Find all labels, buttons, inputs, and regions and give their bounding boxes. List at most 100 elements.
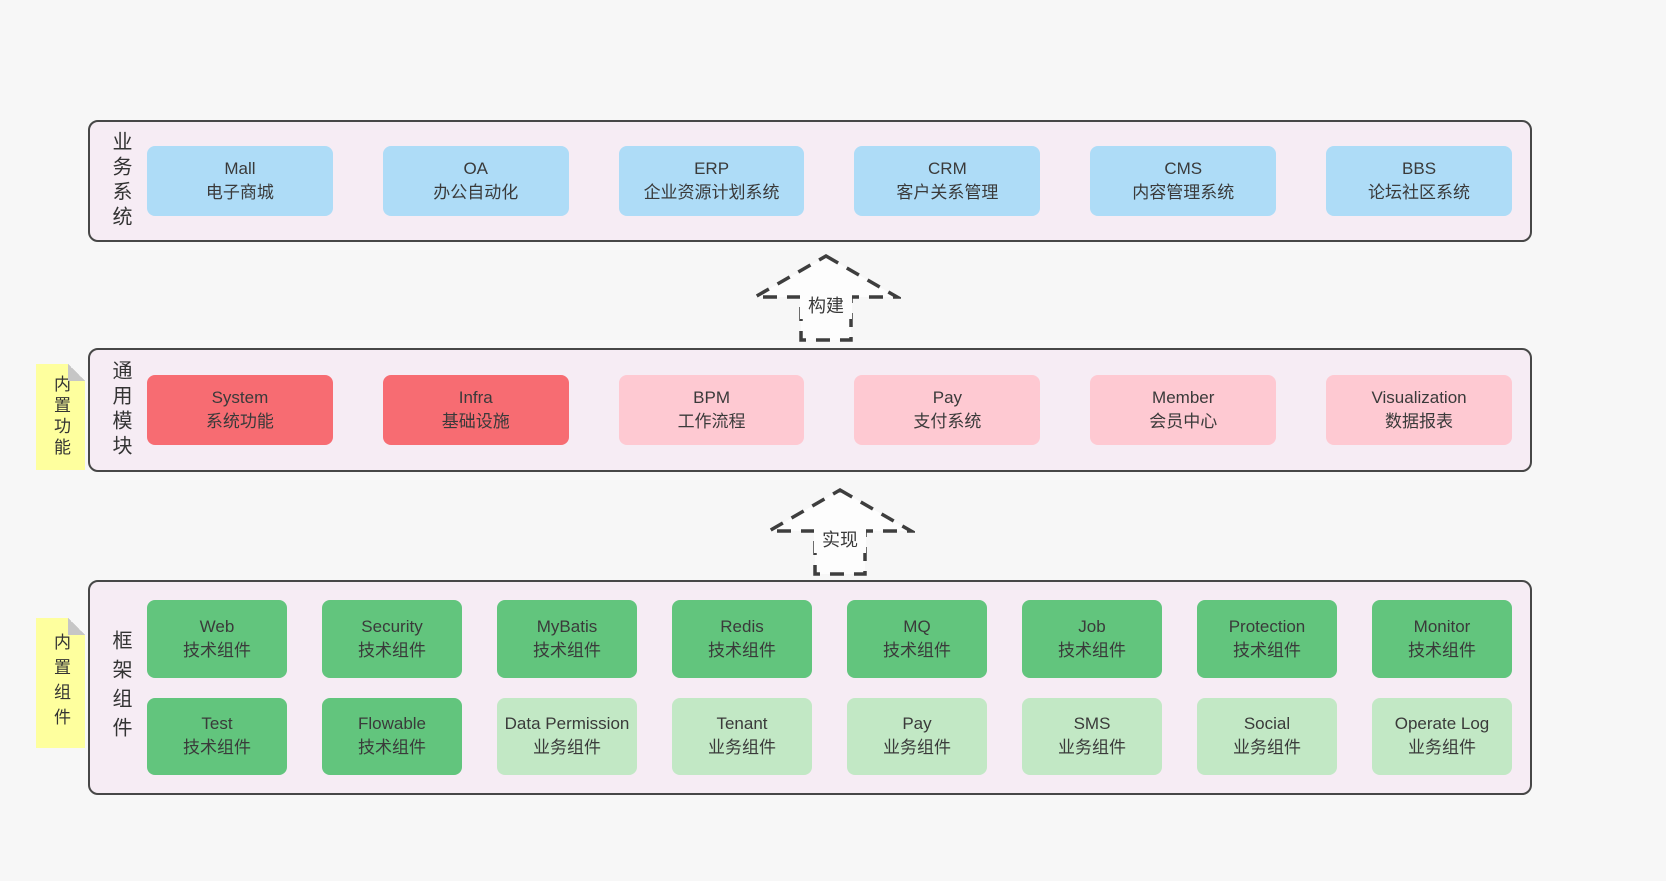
sticky-note-built-in-functions: 内置功能 bbox=[36, 364, 85, 470]
box-social: Social 业务组件 bbox=[1197, 697, 1337, 775]
box-desc: 技术组件 bbox=[1233, 640, 1301, 660]
layer-components-label: 框架组件 bbox=[109, 629, 131, 746]
box-job: Job 技术组件 bbox=[1022, 600, 1162, 678]
box-protection: Protection 技术组件 bbox=[1197, 600, 1337, 678]
box-tenant: Tenant 业务组件 bbox=[672, 697, 812, 775]
box-name: Protection bbox=[1228, 616, 1306, 636]
box-name: CRM bbox=[928, 158, 967, 178]
box-test: Test 技术组件 bbox=[147, 697, 287, 775]
box-desc: 数据报表 bbox=[1385, 412, 1454, 431]
box-pay: Pay 业务组件 bbox=[847, 697, 987, 775]
box-name: Data Permission bbox=[504, 714, 630, 734]
build-arrow: 构建 bbox=[751, 252, 901, 344]
box-sms: SMS 业务组件 bbox=[1022, 697, 1162, 775]
box-desc: 业务组件 bbox=[1233, 738, 1301, 758]
box-name: Redis bbox=[720, 616, 764, 636]
box-desc: 客户关系管理 bbox=[896, 183, 999, 202]
box-desc: 会员中心 bbox=[1149, 412, 1218, 431]
box-desc: 技术组件 bbox=[533, 640, 601, 660]
box-name: Web bbox=[199, 616, 235, 636]
box-desc: 工作流程 bbox=[677, 412, 746, 431]
box-desc: 系统功能 bbox=[205, 412, 274, 431]
box-desc: 业务组件 bbox=[533, 738, 601, 758]
box-desc: 技术组件 bbox=[1058, 640, 1126, 660]
box-desc: 技术组件 bbox=[708, 640, 776, 660]
box-desc: 技术组件 bbox=[1408, 640, 1476, 660]
sticky-note-built-in-components: 内置组件 bbox=[36, 618, 85, 748]
box-name: Test bbox=[201, 714, 233, 734]
box-cms: CMS 内容管理系统 bbox=[1090, 146, 1277, 216]
box-desc: 技术组件 bbox=[883, 640, 951, 660]
box-desc: 业务组件 bbox=[1058, 738, 1126, 758]
layer-modules-label: 通用模块 bbox=[109, 360, 131, 460]
box-system: System 系统功能 bbox=[147, 375, 333, 445]
box-name: OA bbox=[463, 158, 489, 178]
box-visualization: Visualization 数据报表 bbox=[1326, 375, 1512, 445]
box-name: System bbox=[211, 387, 269, 407]
box-name: BPM bbox=[693, 387, 730, 407]
box-monitor: Monitor 技术组件 bbox=[1372, 600, 1512, 678]
box-name: Operate Log bbox=[1394, 714, 1490, 734]
box-desc: 电子商城 bbox=[205, 183, 274, 202]
box-desc: 业务组件 bbox=[883, 738, 951, 758]
box-desc: 支付系统 bbox=[913, 412, 982, 431]
box-name: Flowable bbox=[357, 714, 427, 734]
box-desc: 技术组件 bbox=[358, 640, 426, 660]
box-name: Tenant bbox=[716, 714, 768, 734]
box-redis: Redis 技术组件 bbox=[672, 600, 812, 678]
sticky-note-text: 内置组件 bbox=[51, 633, 70, 733]
box-name: CMS bbox=[1164, 158, 1203, 178]
implement-arrow: 实现 bbox=[765, 486, 915, 578]
box-oa: OA 办公自动化 bbox=[382, 146, 569, 216]
box-desc: 基础设施 bbox=[441, 412, 510, 431]
box-name: Pay bbox=[902, 714, 932, 734]
box-operate-log: Operate Log 业务组件 bbox=[1372, 697, 1512, 775]
box-desc: 业务组件 bbox=[708, 738, 776, 758]
layer-business-label: 业务系统 bbox=[109, 131, 131, 231]
box-desc: 业务组件 bbox=[1408, 738, 1476, 758]
box-name: MyBatis bbox=[536, 616, 598, 636]
box-desc: 内容管理系统 bbox=[1132, 183, 1235, 202]
box-bpm: BPM 工作流程 bbox=[618, 375, 805, 445]
box-desc: 技术组件 bbox=[183, 738, 251, 758]
box-name: Monitor bbox=[1413, 616, 1471, 636]
box-name: ERP bbox=[694, 158, 730, 178]
box-name: Job bbox=[1078, 616, 1106, 636]
box-crm: CRM 客户关系管理 bbox=[854, 146, 1041, 216]
box-name: Visualization bbox=[1371, 387, 1467, 407]
box-name: BBS bbox=[1402, 158, 1437, 178]
box-desc: 办公自动化 bbox=[433, 183, 519, 202]
folded-corner bbox=[68, 364, 85, 381]
box-mybatis: MyBatis 技术组件 bbox=[497, 600, 637, 678]
box-name: Member bbox=[1152, 387, 1215, 407]
implement-arrow-label: 实现 bbox=[822, 530, 858, 550]
box-mall: Mall 电子商城 bbox=[147, 146, 333, 216]
box-data-permission: Data Permission 业务组件 bbox=[497, 697, 637, 775]
box-name: Social bbox=[1243, 714, 1291, 734]
box-desc: 技术组件 bbox=[183, 640, 251, 660]
box-pay: Pay 支付系统 bbox=[854, 375, 1041, 445]
box-name: Mall bbox=[224, 158, 256, 178]
box-name: SMS bbox=[1073, 714, 1111, 734]
box-web: Web 技术组件 bbox=[147, 600, 287, 678]
build-arrow-label: 构建 bbox=[808, 296, 844, 316]
box-name: Pay bbox=[932, 387, 963, 407]
sticky-note-text: 内置功能 bbox=[51, 375, 70, 459]
